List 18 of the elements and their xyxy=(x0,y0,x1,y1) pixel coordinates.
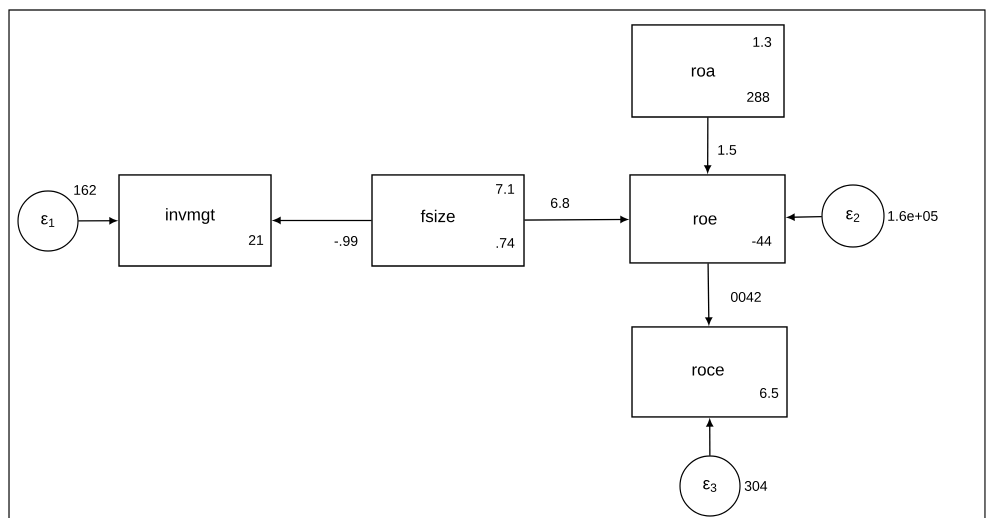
arrow xyxy=(787,214,822,221)
arrow xyxy=(273,217,372,224)
edge-label: 6.8 xyxy=(550,198,570,208)
arrow xyxy=(704,118,712,173)
arrow xyxy=(524,216,628,223)
arrow xyxy=(705,264,712,325)
variable-box: fsize 7.1 .74 xyxy=(371,174,525,267)
edge-label: -.99 xyxy=(334,236,358,246)
variable-box: roce 6.5 xyxy=(631,326,788,418)
variable-box: roa 1.3 288 xyxy=(631,24,785,118)
variable-box: roe -44 xyxy=(629,174,786,264)
arrow xyxy=(706,419,714,456)
arrow xyxy=(78,217,117,224)
edge-label: 0042 xyxy=(730,292,761,302)
variance-label: 1.6e+05 xyxy=(888,211,938,221)
variable-box: invmgt 21 xyxy=(118,174,272,267)
edge-label: 1.5 xyxy=(718,145,736,155)
variance-label: 304 xyxy=(744,481,768,491)
